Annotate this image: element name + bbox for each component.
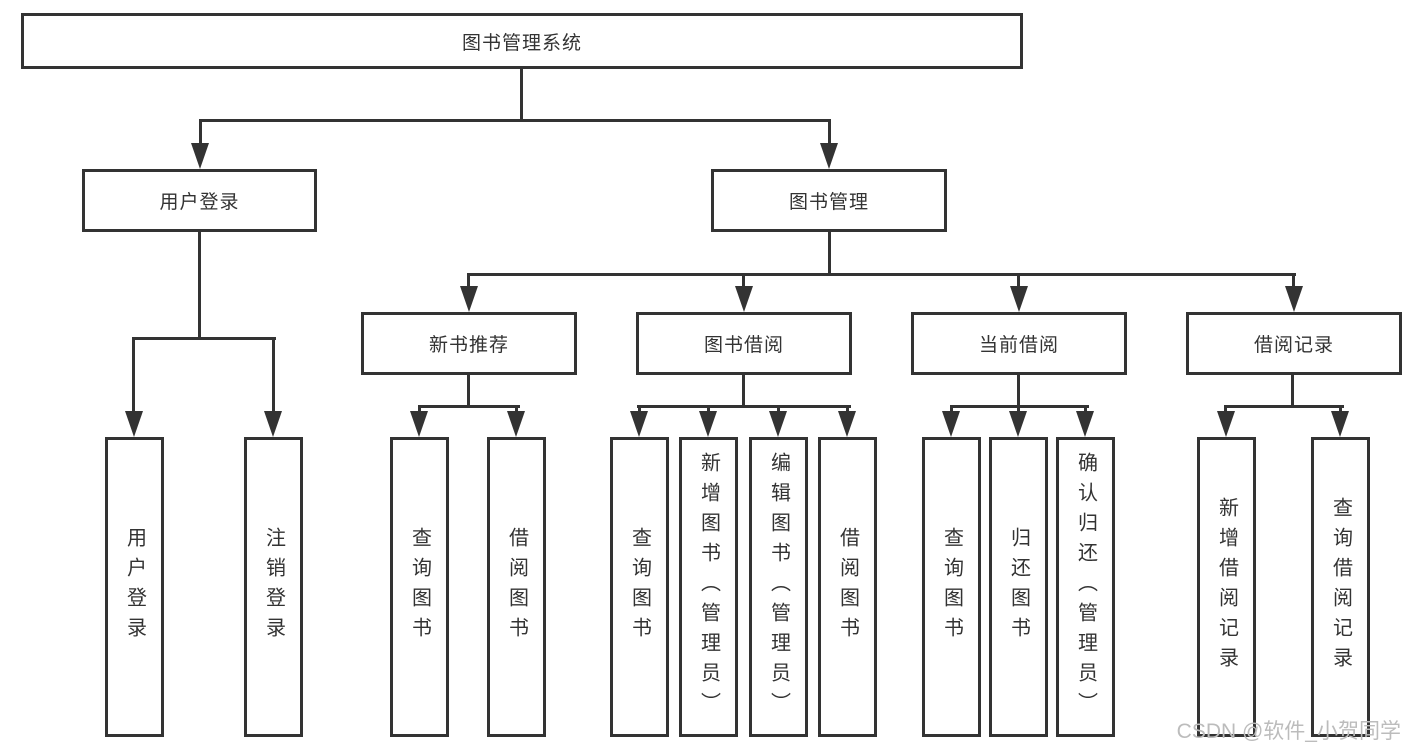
node-current-borrow: 当前借阅 <box>911 312 1127 375</box>
node-book-borrow: 图书借阅 <box>636 312 852 375</box>
leaf-user-login: 用户登录 <box>105 437 164 737</box>
connector-line <box>132 337 276 340</box>
node-book-management: 图书管理 <box>711 169 947 232</box>
leaf-add-borrow-record: 新增借阅记录 <box>1197 437 1256 737</box>
leaf-borrow-book-recommend: 借阅图书 <box>487 437 546 737</box>
connector-line <box>1291 375 1294 408</box>
leaf-return-book: 归还图书 <box>989 437 1048 737</box>
node-root: 图书管理系统 <box>21 13 1023 69</box>
arrow-down-icon <box>410 411 428 437</box>
arrow-down-icon <box>460 286 478 312</box>
leaf-add-book-admin: 新增图书（管理员） <box>679 437 738 737</box>
connector-line <box>198 232 201 340</box>
node-user-login: 用户登录 <box>82 169 317 232</box>
connector-line <box>520 69 523 121</box>
connector-line <box>1224 405 1344 408</box>
connector-line <box>272 337 275 419</box>
watermark-text: CSDN @软件_小贺同学 <box>1176 720 1401 743</box>
arrow-down-icon <box>1285 286 1303 312</box>
connector-line <box>199 119 831 122</box>
leaf-query-book-current: 查询图书 <box>922 437 981 737</box>
connector-line <box>467 375 470 408</box>
arrow-down-icon <box>699 411 717 437</box>
arrow-down-icon <box>1331 411 1349 437</box>
connector-line <box>742 375 745 408</box>
arrow-down-icon <box>630 411 648 437</box>
arrow-down-icon <box>264 411 282 437</box>
connector-line <box>199 119 202 163</box>
arrow-down-icon <box>1010 286 1028 312</box>
leaf-query-book-recommend: 查询图书 <box>390 437 449 737</box>
leaf-logout: 注销登录 <box>244 437 303 737</box>
node-borrow-records: 借阅记录 <box>1186 312 1402 375</box>
arrow-down-icon <box>735 286 753 312</box>
connector-line <box>742 273 745 297</box>
connector-line <box>467 273 470 297</box>
arrow-down-icon <box>838 411 856 437</box>
arrow-down-icon <box>507 411 525 437</box>
arrow-down-icon <box>942 411 960 437</box>
leaf-edit-book-admin: 编辑图书（管理员） <box>749 437 808 737</box>
leaf-confirm-return-admin: 确认归还（管理员） <box>1056 437 1115 737</box>
arrow-down-icon <box>1076 411 1094 437</box>
arrow-down-icon <box>1009 411 1027 437</box>
connector-line <box>418 405 520 408</box>
leaf-borrow-book: 借阅图书 <box>818 437 877 737</box>
connector-line <box>1017 375 1020 408</box>
arrow-down-icon <box>1217 411 1235 437</box>
arrow-down-icon <box>769 411 787 437</box>
arrow-down-icon <box>191 143 209 169</box>
connector-line <box>828 232 831 276</box>
connector-line <box>637 405 851 408</box>
connector-line <box>1017 273 1020 297</box>
connector-line <box>132 337 135 419</box>
leaf-query-borrow-record: 查询借阅记录 <box>1311 437 1370 737</box>
connector-line <box>828 119 831 163</box>
connector-line <box>467 273 1296 276</box>
arrow-down-icon <box>820 143 838 169</box>
node-new-book-recommend: 新书推荐 <box>361 312 577 375</box>
arrow-down-icon <box>125 411 143 437</box>
connector-line <box>1292 273 1295 297</box>
leaf-query-book-borrow: 查询图书 <box>610 437 669 737</box>
